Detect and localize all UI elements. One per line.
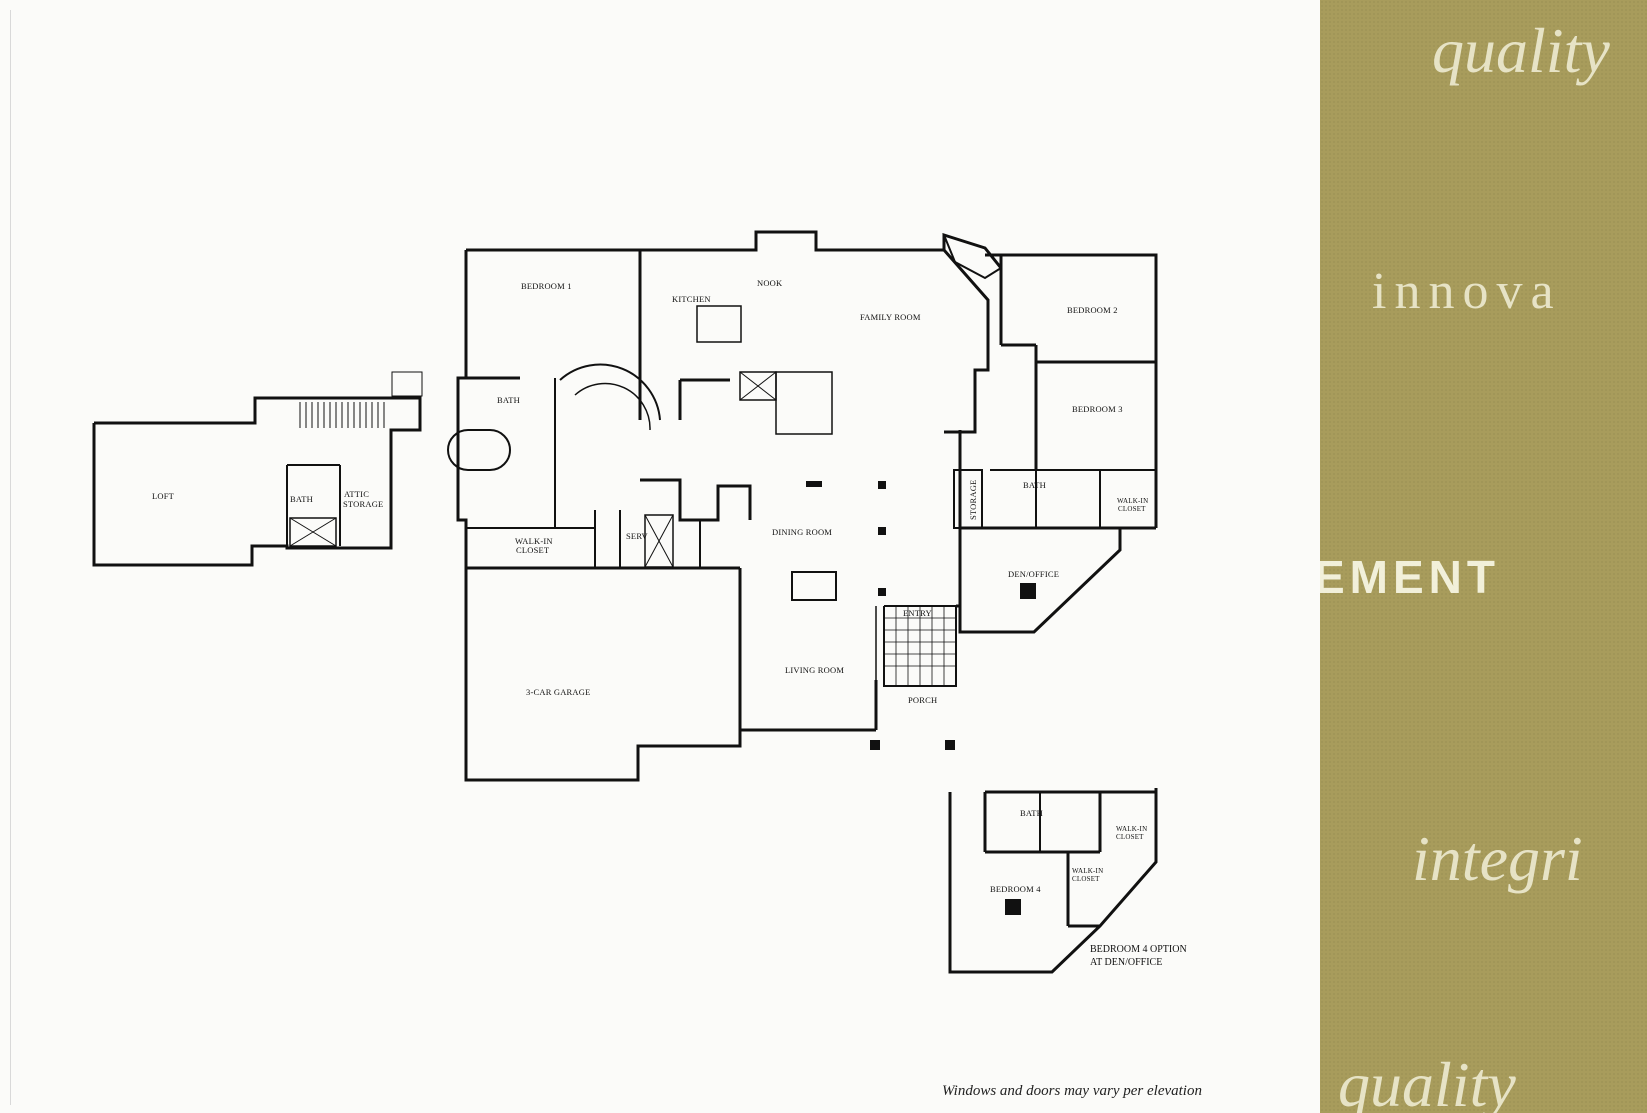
- label-kitchen: KITCHEN: [672, 294, 711, 304]
- option-note-line-2: AT DEN/OFFICE: [1090, 957, 1162, 968]
- label-walk-in-master-2: CLOSET: [516, 545, 550, 555]
- label-bedroom-3: BEDROOM 3: [1072, 404, 1123, 414]
- side-word-ement: EMENT: [1320, 551, 1500, 603]
- label-dining-room: DINING ROOM: [772, 527, 832, 537]
- label-storage: STORAGE: [968, 480, 978, 520]
- option-plan-walls: [948, 788, 1158, 974]
- side-word-quality-bottom: quality: [1338, 1049, 1516, 1113]
- label-attic-1: ATTIC: [344, 489, 369, 499]
- label-attic-2: STORAGE: [343, 499, 383, 509]
- label-nook: NOOK: [757, 278, 783, 288]
- side-panel: quality innova EMENT integri quality: [1320, 0, 1647, 1113]
- label-option-bath: BATH: [1020, 808, 1043, 818]
- label-walk-in-bed3-1: WALK-IN: [1117, 497, 1148, 505]
- room-labels: BEDROOM 1 KITCHEN NOOK FAMILY ROOM BEDRO…: [152, 278, 1187, 968]
- brochure-page: BEDROOM 1 KITCHEN NOOK FAMILY ROOM BEDRO…: [10, 10, 1202, 1105]
- label-option-walk-in-1b: CLOSET: [1116, 833, 1144, 841]
- page-edge: [10, 10, 11, 1105]
- label-porch: PORCH: [908, 695, 937, 705]
- label-bedroom-1: BEDROOM 1: [521, 281, 572, 291]
- main-house-walls: [447, 230, 1158, 782]
- label-family-room: FAMILY ROOM: [860, 312, 921, 322]
- label-option-walk-in-1a: WALK-IN: [1116, 825, 1147, 833]
- label-bath-bed3: BATH: [1023, 480, 1046, 490]
- label-option-walk-in-2b: CLOSET: [1072, 875, 1100, 883]
- floor-plan-drawing: BEDROOM 1 KITCHEN NOOK FAMILY ROOM BEDRO…: [92, 230, 1187, 974]
- label-entry: ENTRY: [903, 608, 932, 618]
- elevation-footnote: Windows and doors may vary per elevation: [942, 1083, 1202, 1099]
- label-option-walk-in-2a: WALK-IN: [1072, 867, 1103, 875]
- side-word-innovation: innova: [1372, 263, 1562, 320]
- label-serv: SERV: [626, 531, 649, 541]
- label-bedroom-4: BEDROOM 4: [990, 884, 1041, 894]
- label-garage: 3-CAR GARAGE: [526, 687, 591, 697]
- side-word-integrity: integri: [1412, 823, 1583, 894]
- side-word-quality-top: quality: [1432, 15, 1610, 86]
- label-bedroom-2: BEDROOM 2: [1067, 305, 1118, 315]
- label-loft-bath: BATH: [290, 494, 313, 504]
- label-den-office: DEN/OFFICE: [1008, 569, 1059, 579]
- label-living-room: LIVING ROOM: [785, 665, 844, 675]
- label-walk-in-master-1: WALK-IN: [515, 536, 553, 546]
- room-markers: [806, 481, 1036, 915]
- option-note-line-1: BEDROOM 4 OPTION: [1090, 944, 1187, 955]
- label-loft: LOFT: [152, 491, 175, 501]
- loft-plan-walls: [92, 371, 423, 567]
- label-walk-in-bed3-2: CLOSET: [1118, 505, 1146, 513]
- label-bath-master: BATH: [497, 395, 520, 405]
